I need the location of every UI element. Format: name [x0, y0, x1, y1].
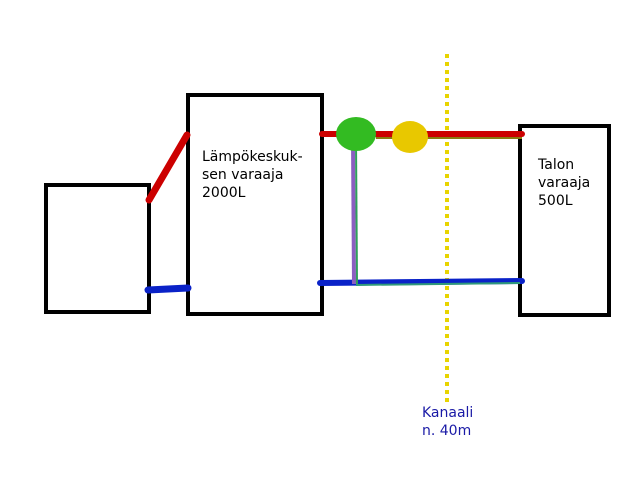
- vertical-pipe: [351, 139, 356, 285]
- small-tank-label: Talon varaaja 500L: [538, 157, 591, 209]
- canal-label: Kanaali n. 40m: [422, 405, 474, 439]
- cold-return-overlay: [355, 282, 521, 286]
- boiler-hot-pipe: [145, 131, 191, 204]
- large-tank-label: Lämpökeskuk- sen varaaja 2000L: [202, 149, 303, 201]
- valve-marker: [392, 121, 428, 153]
- boiler-box: [44, 183, 151, 314]
- boiler-cold-pipe: [144, 284, 192, 294]
- large-tank-box: [186, 93, 324, 316]
- small-tank-box: [518, 124, 611, 317]
- vertical-pipe-overlay: [355, 139, 358, 285]
- pump-marker: [336, 117, 376, 151]
